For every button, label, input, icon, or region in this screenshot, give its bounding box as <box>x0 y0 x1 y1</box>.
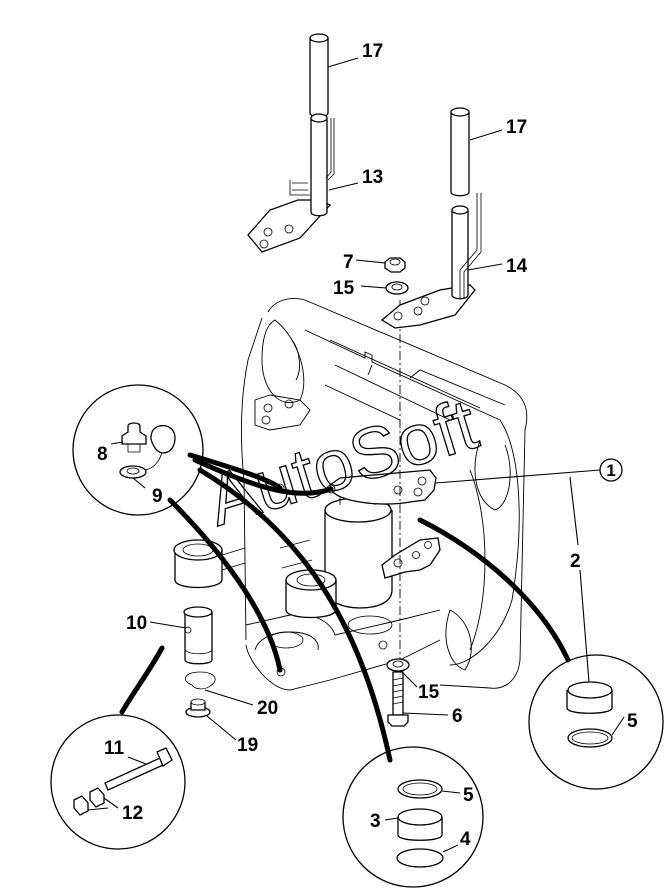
label-5-bottom: 5 <box>463 785 474 806</box>
label-13: 13 <box>362 167 383 188</box>
leader-circle-c <box>197 467 393 763</box>
label-6: 6 <box>452 706 463 727</box>
leader-circle-a <box>187 452 283 491</box>
label-2: 2 <box>570 551 581 572</box>
part-19-plug <box>185 698 211 718</box>
label-15-top: 15 <box>333 278 355 299</box>
part-17-sleeve-right <box>450 107 470 197</box>
label-17-left: 17 <box>362 41 383 62</box>
label-12: 12 <box>122 803 143 824</box>
part-15-washer-top <box>385 281 409 295</box>
part-20-circlip <box>184 671 216 690</box>
detail-circle-2-5 <box>528 654 664 790</box>
main-casting <box>173 298 528 691</box>
label-3: 3 <box>370 811 381 832</box>
part-6-bolt <box>387 671 409 727</box>
part-17-sleeve-left <box>309 33 329 118</box>
label-14: 14 <box>506 256 528 277</box>
leader-circle-a2 <box>192 457 334 496</box>
part-10-pin <box>183 606 213 665</box>
part-7-nut <box>384 257 406 273</box>
leader-circle-b <box>167 497 283 673</box>
label-17-right: 17 <box>506 117 527 138</box>
label-7: 7 <box>343 252 354 273</box>
label-15-bottom: 15 <box>418 682 440 703</box>
label-11: 11 <box>104 738 125 759</box>
label-9: 9 <box>152 486 163 507</box>
part-15-washer-bottom <box>386 658 410 672</box>
part-14-bracket <box>380 193 482 329</box>
detail-circle-3-4-5 <box>342 746 484 888</box>
label-20: 20 <box>257 698 278 719</box>
leader-circle-d <box>417 517 571 663</box>
part-13-bracket <box>247 113 335 253</box>
label-10: 10 <box>126 613 147 634</box>
detail-circle-11-12 <box>50 714 186 850</box>
label-4: 4 <box>460 829 471 850</box>
label-19: 19 <box>237 735 258 756</box>
callout-1-circle <box>599 458 623 482</box>
label-8: 8 <box>97 444 108 465</box>
label-1: 1 <box>606 461 615 480</box>
label-5-right: 5 <box>627 711 638 732</box>
detail-circle-8-9 <box>72 384 204 516</box>
leader-lines <box>87 57 625 853</box>
leader-circle-e <box>119 645 165 715</box>
